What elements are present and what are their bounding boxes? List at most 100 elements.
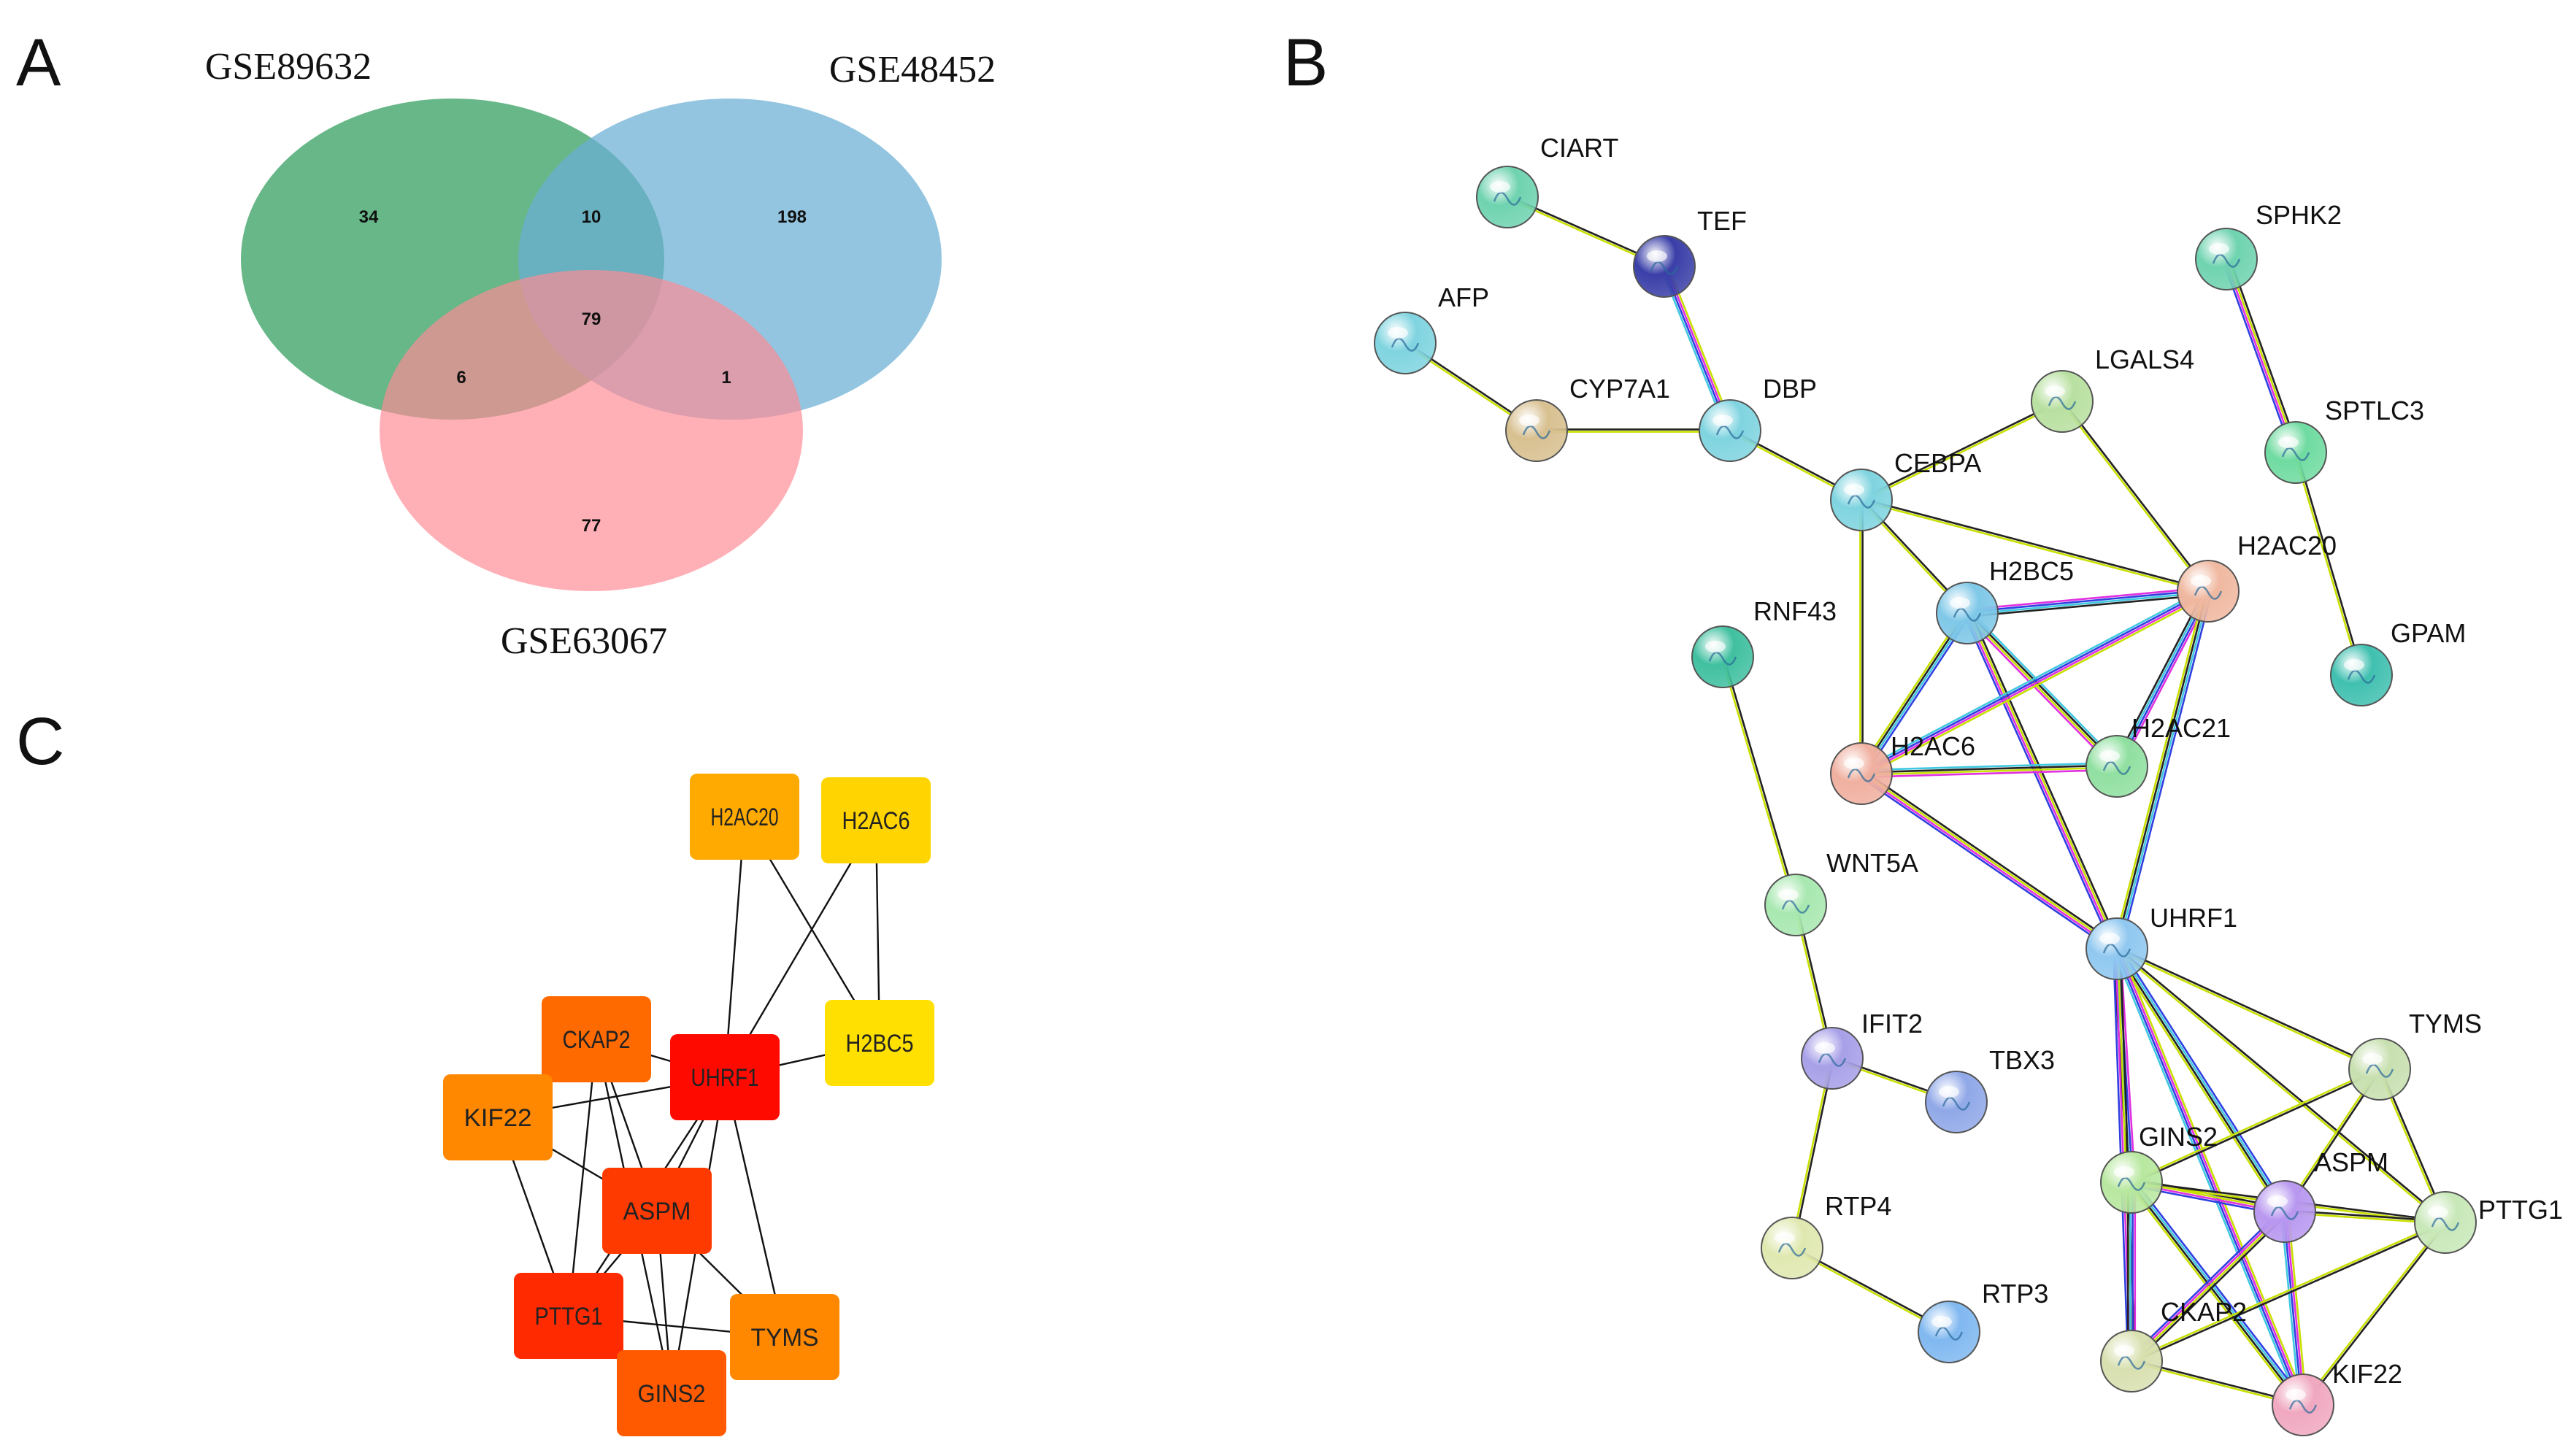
string-node-rtp3[interactable]: RTP3: [1918, 1279, 2048, 1363]
string-node-dbp[interactable]: DBP: [1699, 374, 1817, 462]
venn-count-gse89632-gse63067: 6: [456, 368, 466, 388]
string-node-label: H2BC5: [1989, 556, 2074, 586]
string-node-aspm[interactable]: ASPM: [2253, 1147, 2388, 1243]
venn-count-gse89632-gse48452: 10: [582, 207, 601, 227]
string-node-h2ac6[interactable]: H2AC6: [1830, 731, 1975, 805]
string-edge-h2bc5-h2ac6: [1857, 610, 1972, 777]
string-node-label: IFIT2: [1861, 1009, 1923, 1039]
venn-count-gse48452-gse63067: 1: [721, 368, 731, 388]
string-edge-h2bc5-h2ac21: [1964, 609, 2121, 770]
hub-node-h2bc5[interactable]: H2BC5: [825, 1000, 934, 1086]
hub-node-label: ASPM: [623, 1198, 691, 1225]
string-node-afp[interactable]: AFP: [1374, 282, 1489, 374]
hub-node-tyms[interactable]: TYMS: [730, 1294, 839, 1380]
string-node-label: TBX3: [1989, 1045, 2055, 1075]
string-node-label: H2AC6: [1891, 731, 1975, 761]
hub-edge-ckap2-pttg1: [567, 1039, 598, 1317]
string-node-ckap2[interactable]: CKAP2: [2100, 1297, 2247, 1393]
string-node-h2ac20[interactable]: H2AC20: [2177, 531, 2337, 623]
string-edge-ifit2-rtp4: [1790, 1058, 1834, 1249]
hub-node-label: H2AC20: [711, 804, 779, 831]
string-edge-h2ac20-uhrf1: [2113, 590, 2213, 950]
hub-node-h2ac20[interactable]: H2AC20: [690, 774, 799, 860]
string-edge-h2ac20-h2ac6: [1859, 587, 2210, 778]
string-node-label: CKAP2: [2161, 1297, 2247, 1327]
venn-label-gse89632: GSE89632: [205, 46, 372, 88]
hub-node-label: PTTG1: [535, 1303, 603, 1330]
string-node-label: SPTLC3: [2325, 396, 2424, 425]
string-node-label: CEBPA: [1894, 448, 1981, 478]
venn-set-gse63067: [380, 270, 803, 591]
panel-label-c: C: [16, 704, 65, 779]
string-edge-h2bc5-h2ac20: [1967, 586, 2209, 618]
string-node-pttg1[interactable]: PTTG1: [2414, 1191, 2562, 1254]
string-node-label: UHRF1: [2150, 903, 2237, 933]
string-edge-tyms-gins2: [2130, 1067, 2381, 1185]
string-node-gpam[interactable]: GPAM: [2330, 618, 2466, 706]
hub-node-label: H2BC5: [846, 1030, 914, 1058]
string-node-label: TEF: [1697, 206, 1747, 236]
venn-count-only-gse89632: 34: [359, 207, 379, 227]
hub-node-gins2[interactable]: GINS2: [617, 1350, 726, 1436]
hub-node-label: KIF22: [464, 1104, 532, 1132]
hub-node-label: UHRF1: [691, 1064, 759, 1092]
string-node-uhrf1[interactable]: UHRF1: [2085, 903, 2237, 980]
hub-node-h2ac6[interactable]: H2AC6: [821, 777, 931, 863]
string-node-rtp4[interactable]: RTP4: [1761, 1191, 1891, 1279]
string-network: CIART TEF AFP CYP7A1 DBP CEBPA LGALS4 SPHK2SPTL…: [1374, 133, 2562, 1436]
string-node-ciart[interactable]: CIART: [1476, 133, 1618, 228]
string-edge-gins2-kif22: [2128, 1179, 2307, 1408]
string-node-sphk2[interactable]: SPHK2: [2195, 200, 2342, 290]
venn-label-gse48452: GSE48452: [829, 49, 996, 90]
string-edge-uhrf1-tyms: [2115, 947, 2381, 1071]
string-edge-sphk2-sptlc3: [2222, 257, 2300, 455]
string-node-label: GINS2: [2139, 1122, 2218, 1152]
string-node-wnt5a[interactable]: WNT5A: [1764, 848, 1918, 936]
string-node-gins2[interactable]: GINS2: [2100, 1122, 2218, 1214]
string-node-label: CYP7A1: [1569, 374, 1670, 404]
string-edge-aspm-kif22: [2280, 1211, 2308, 1406]
string-node-label: KIF22: [2332, 1359, 2402, 1389]
hub-node-pttg1[interactable]: PTTG1: [514, 1273, 623, 1359]
string-node-label: WNT5A: [1826, 848, 1918, 878]
string-node-label: AFP: [1438, 282, 1489, 312]
string-node-label: LGALS4: [2095, 344, 2194, 374]
string-node-tef[interactable]: TEF: [1633, 206, 1747, 298]
string-node-kif22[interactable]: KIF22: [2272, 1359, 2402, 1436]
string-edge-h2ac6-uhrf1: [1858, 769, 2120, 953]
string-node-tbx3[interactable]: TBX3: [1925, 1045, 2055, 1133]
string-node-label: DBP: [1763, 374, 1817, 404]
string-node-label: TYMS: [2409, 1009, 2482, 1039]
string-node-ifit2[interactable]: IFIT2: [1801, 1009, 1923, 1090]
hub-node-uhrf1[interactable]: UHRF1: [670, 1034, 780, 1120]
venn-diagram: GSE89632 GSE48452 GSE63067 34 10 198 79 …: [205, 46, 996, 657]
hub-node-kif22[interactable]: KIF22: [443, 1074, 553, 1160]
string-edge-h2bc5-uhrf1: [1963, 611, 2121, 951]
string-edge-cebpa-h2ac6: [1859, 500, 1864, 774]
string-node-lgals4[interactable]: LGALS4: [2031, 344, 2194, 433]
hub-node-label: TYMS: [751, 1324, 819, 1352]
venn-count-only-gse48452: 198: [777, 207, 807, 227]
string-edge-lgals4-h2ac20: [2060, 400, 2210, 593]
string-node-label: ASPM: [2314, 1147, 2388, 1177]
string-edge-aspm-ckap2: [2128, 1208, 2288, 1365]
string-node-rnf43[interactable]: RNF43: [1691, 596, 1837, 688]
string-node-tyms[interactable]: TYMS: [2348, 1009, 2482, 1101]
string-node-label: RTP3: [1982, 1279, 2048, 1309]
venn-count-all-three: 79: [582, 309, 601, 329]
string-node-cyp7a1[interactable]: CYP7A1: [1505, 374, 1670, 462]
hub-node-aspm[interactable]: ASPM: [602, 1168, 712, 1254]
venn-count-only-gse63067: 77: [582, 516, 601, 536]
string-node-cebpa[interactable]: CEBPA: [1830, 448, 1981, 531]
string-node-label: SPHK2: [2256, 200, 2342, 230]
hub-node-ckap2[interactable]: CKAP2: [542, 996, 651, 1082]
string-edge-cyp7a1-dbp: [1537, 428, 1730, 433]
string-node-label: GPAM: [2391, 618, 2466, 648]
hub-node-label: CKAP2: [563, 1026, 631, 1054]
string-node-h2ac21[interactable]: H2AC21: [2085, 713, 2231, 798]
string-node-sptlc3[interactable]: SPTLC3: [2264, 396, 2424, 484]
panel-label-b: B: [1283, 26, 1329, 100]
string-node-label: H2AC21: [2131, 713, 2231, 743]
string-node-h2bc5[interactable]: H2BC5: [1936, 556, 2074, 644]
